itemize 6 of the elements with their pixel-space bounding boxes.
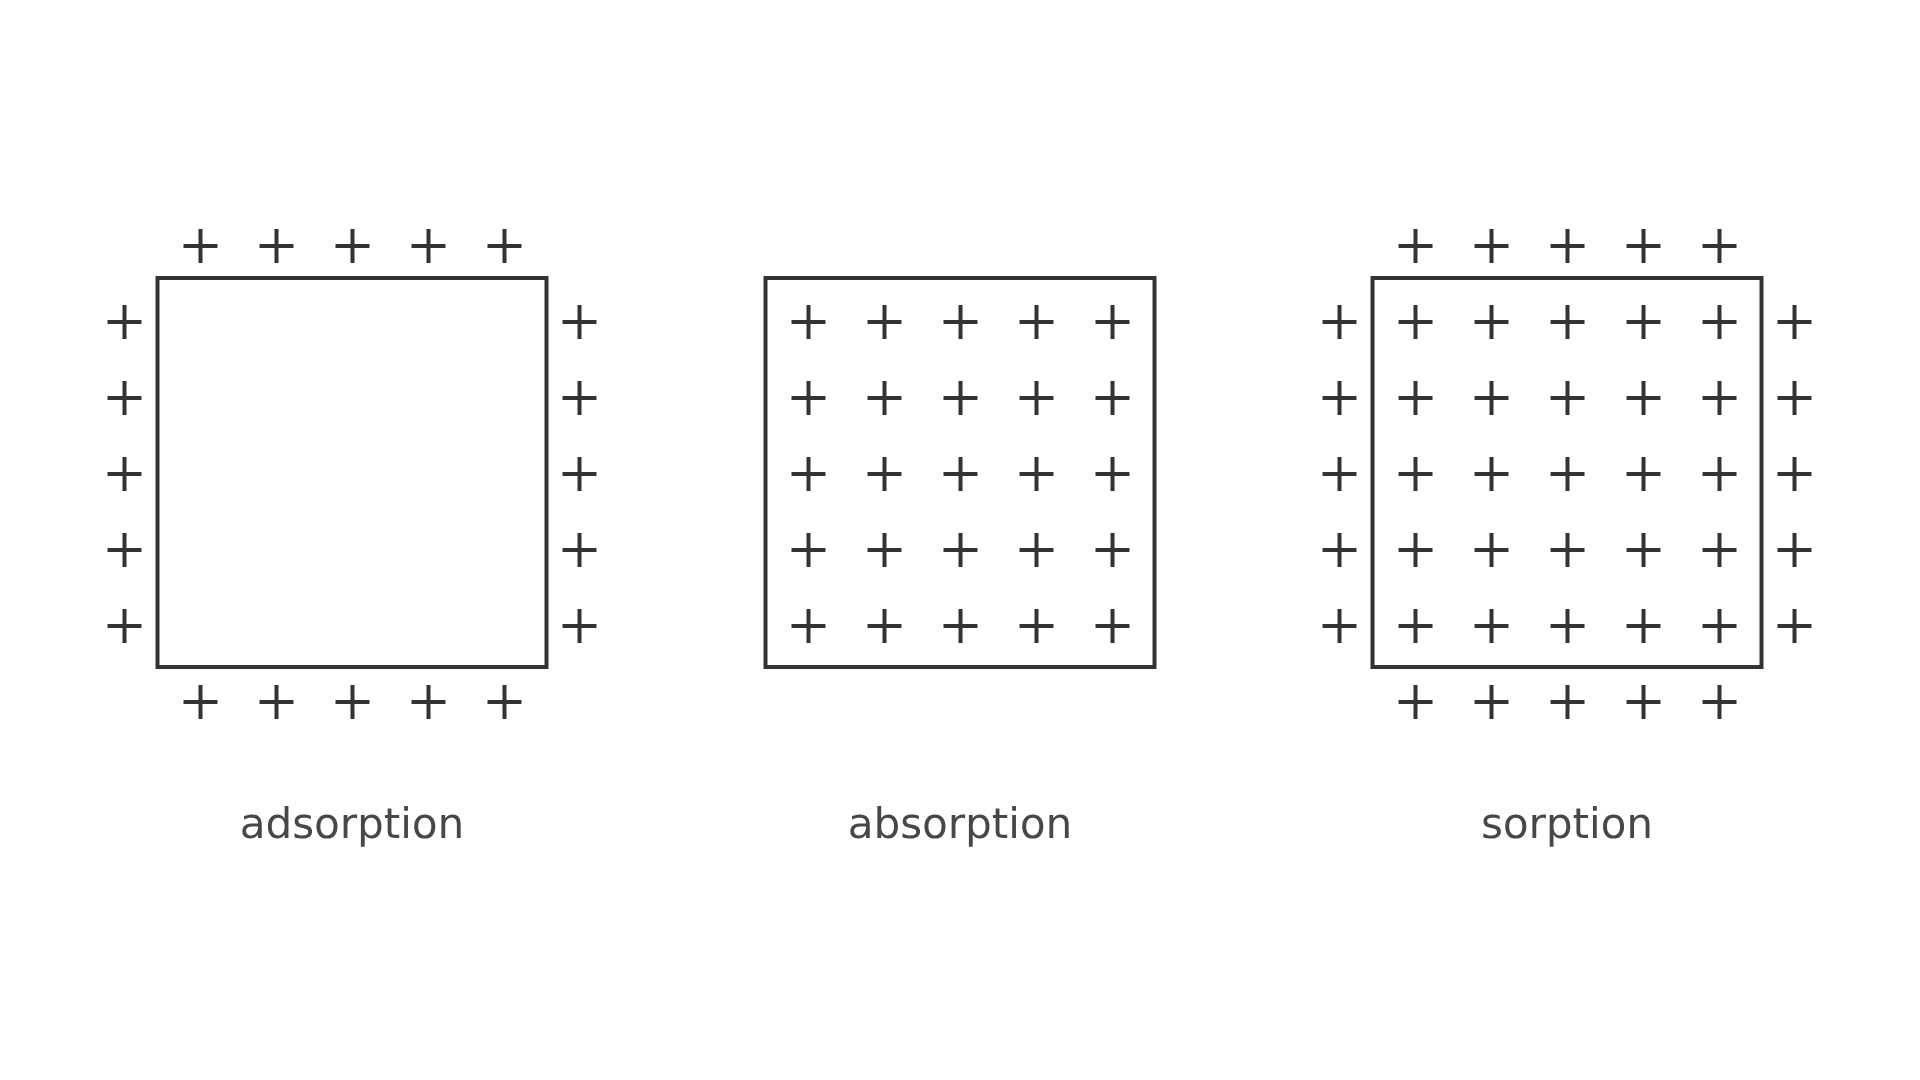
sorbent-box: sorption [1370,276,1764,847]
sorbent-box: adsorption [155,276,549,847]
node-label: absorption [850,806,1069,847]
sorbent-box: absorption [763,276,1157,847]
node-label: adsorption [242,806,461,847]
node-label: sorption [1483,806,1650,847]
